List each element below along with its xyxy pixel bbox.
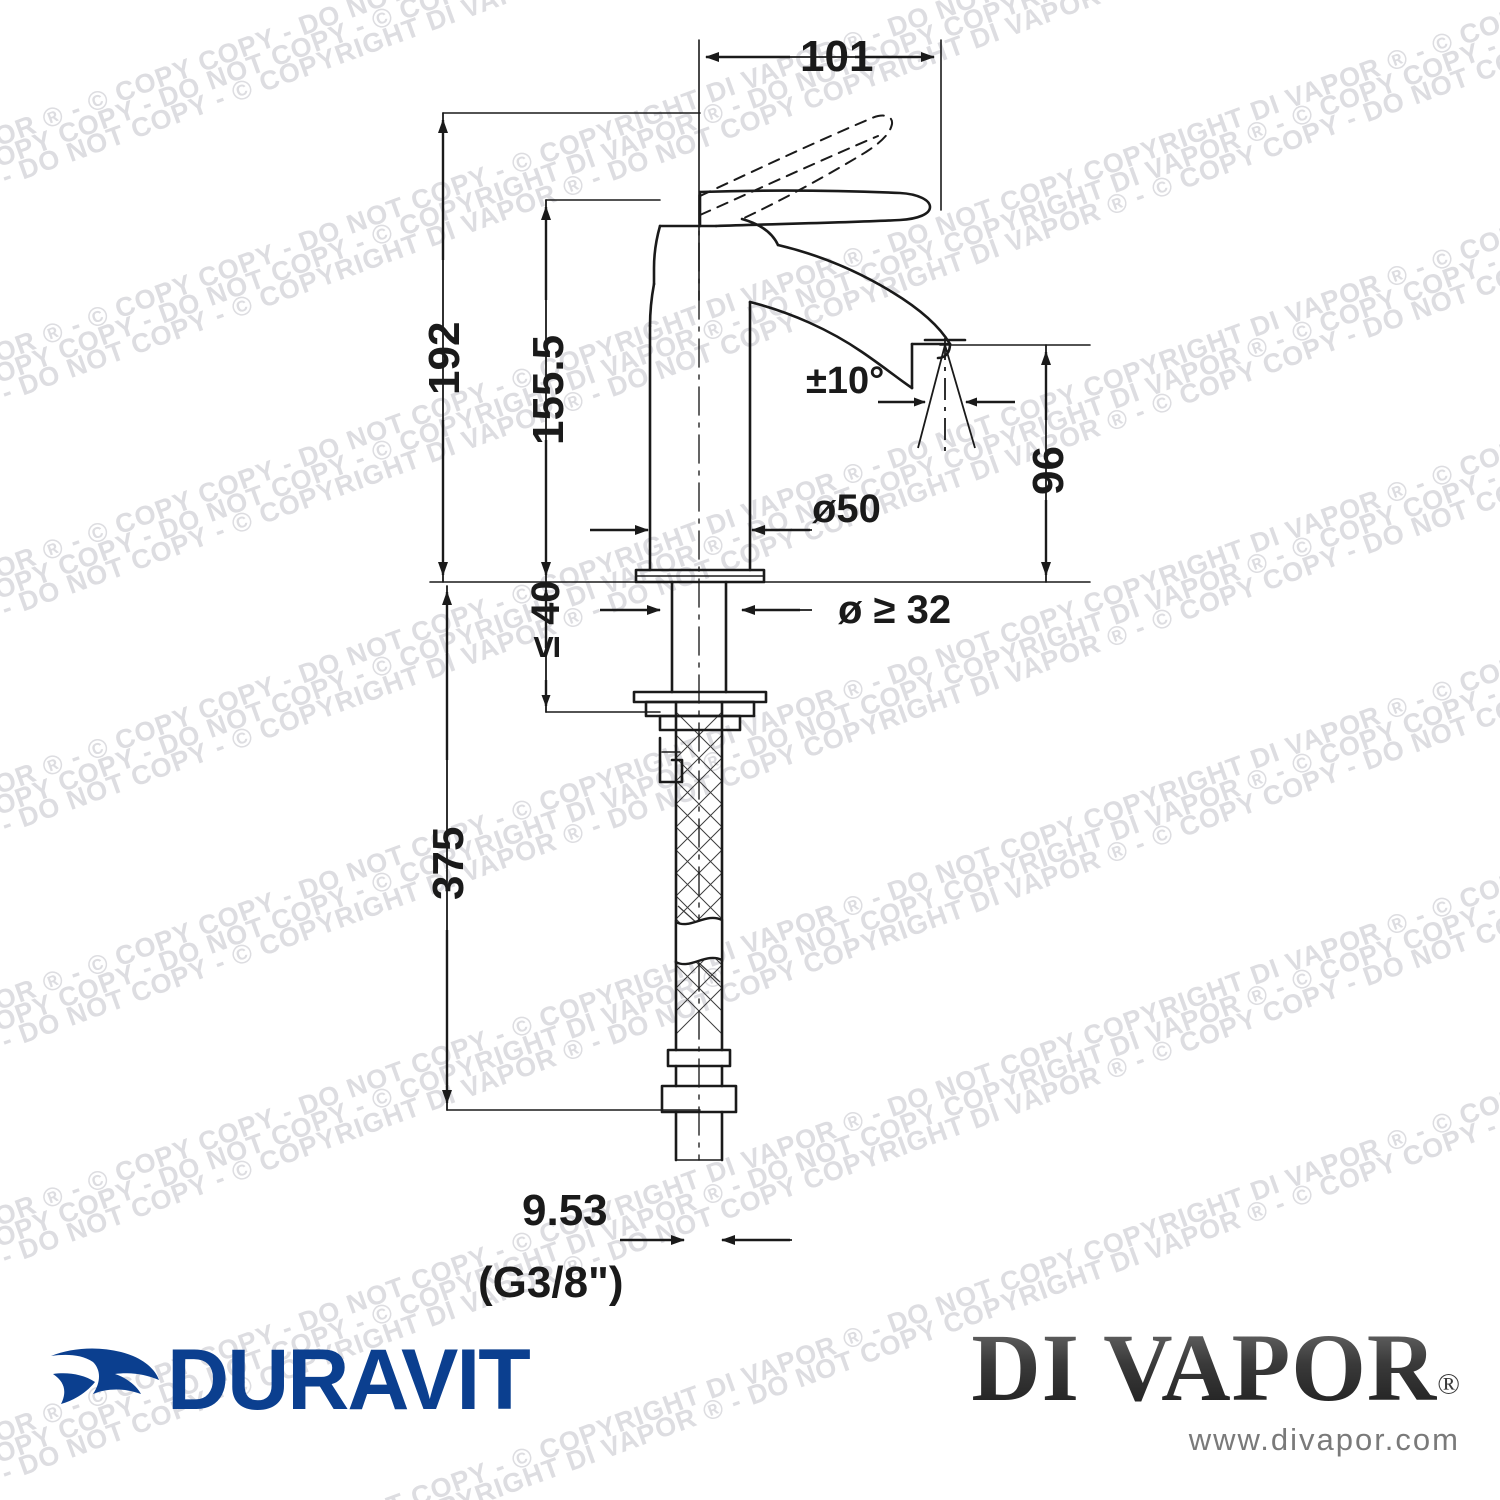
duravit-bird-icon (51, 1348, 159, 1404)
dim-thread-size-imperial: (G3/8") (478, 1258, 624, 1307)
dim-base-diameter: ø50 (812, 487, 881, 531)
dim-hose-length: 375 (424, 826, 473, 900)
dim-spout-height: 96 (1024, 446, 1073, 495)
divapor-wordmark-row: DI VAPOR® (971, 1320, 1460, 1416)
registered-mark: ® (1437, 1367, 1460, 1401)
dim-body-height: 155.5 (524, 334, 573, 445)
divapor-url: www.divapor.com (1188, 1422, 1460, 1457)
dim-spout-reach: 101 (800, 32, 874, 81)
dim-max-deck-thickness: ≤ 40 (524, 580, 568, 658)
divapor-logo: DI VAPOR® www.divapor.com (971, 1320, 1460, 1458)
dim-swivel-angle: ±10° (806, 360, 885, 402)
duravit-wordmark: DURAVIT (167, 1332, 531, 1428)
dim-thread-size: 9.53 (522, 1186, 608, 1235)
duravit-logo: DURAVIT (45, 1330, 531, 1430)
dim-overall-height: 192 (420, 321, 469, 395)
divapor-wordmark: DI VAPOR (971, 1314, 1438, 1421)
dim-hole-diameter: ø ≥ 32 (838, 588, 952, 632)
